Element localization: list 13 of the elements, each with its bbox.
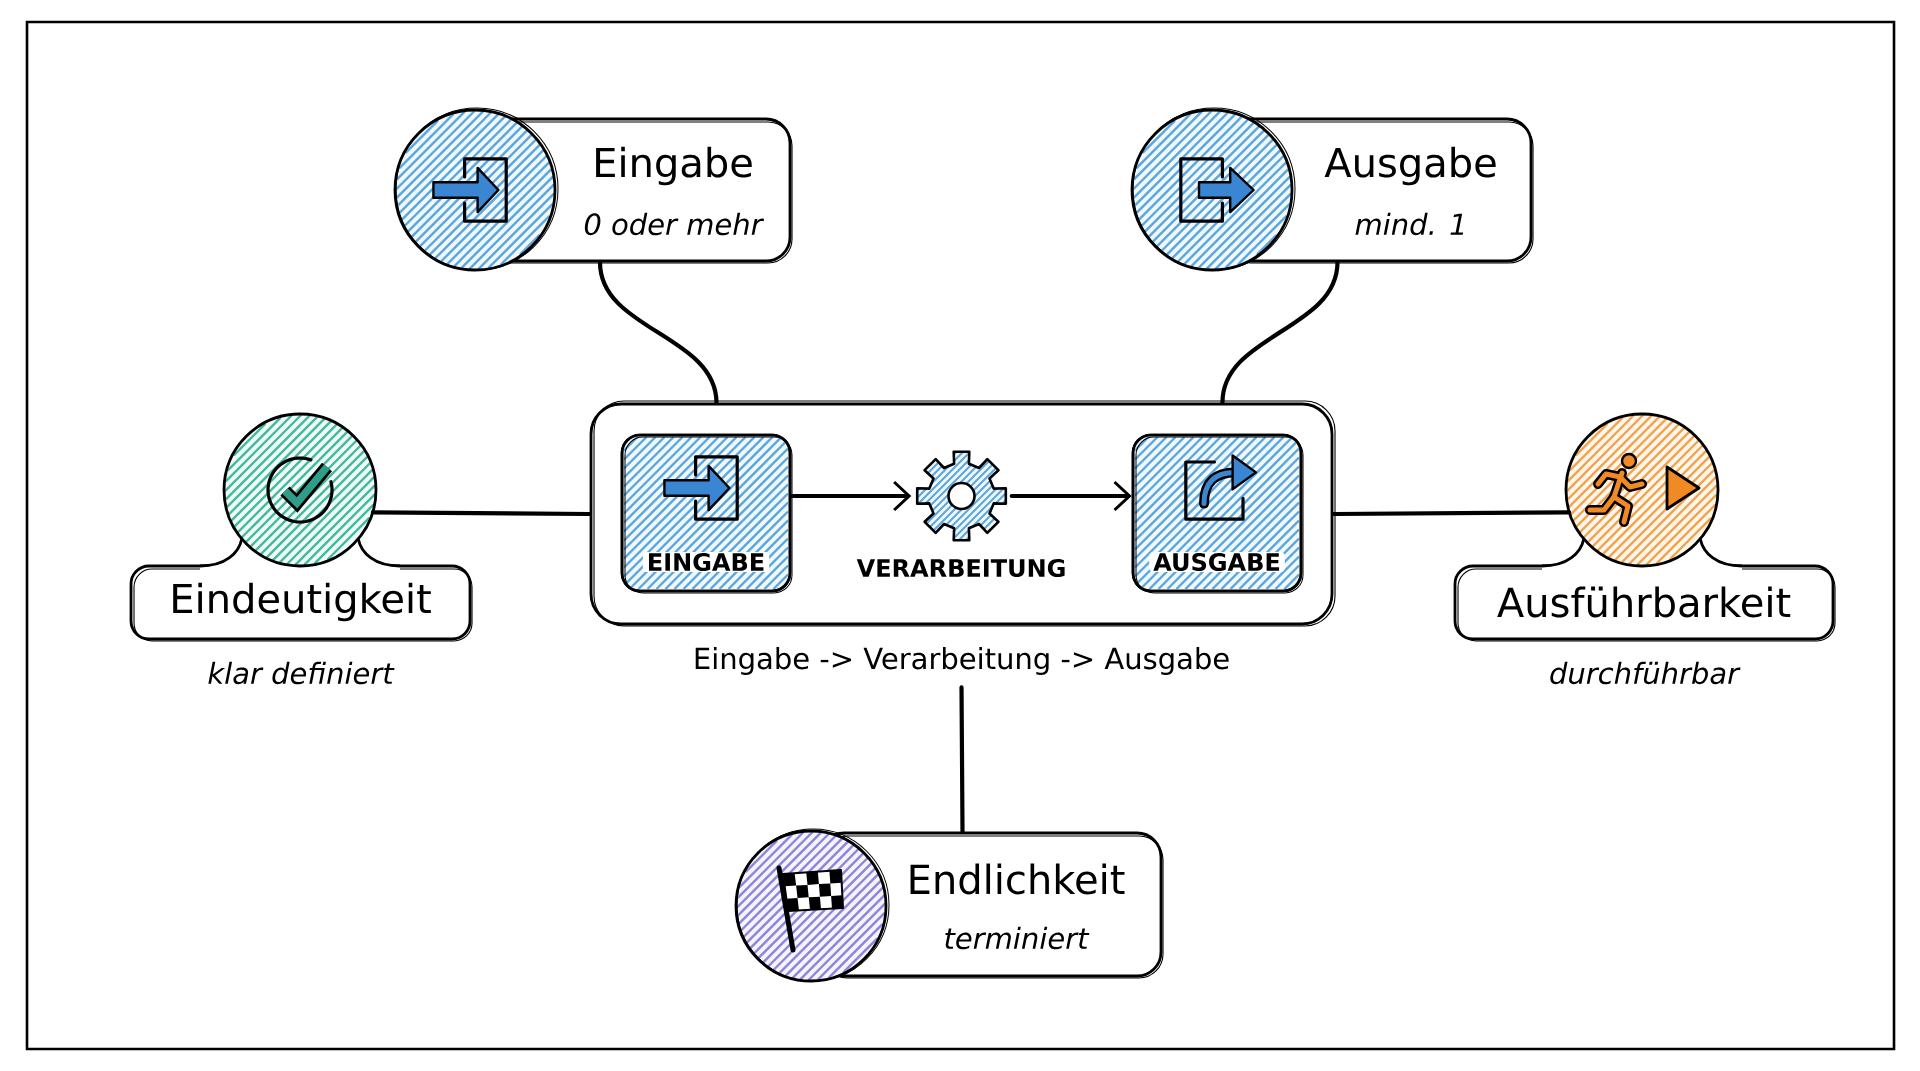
connector-line [1220, 260, 1340, 405]
label-card: Ausgabe mind. 1 [1130, 107, 1534, 272]
label-card: Endlichkeit terminiert [734, 828, 1164, 983]
connector-line [1331, 510, 1572, 517]
connector-line [370, 510, 592, 517]
badge-card: Eindeutigkeit [129, 412, 473, 642]
node-label: durchführbar [1550, 661, 1741, 685]
node-label: Eingabe -> Verarbeitung -> Ausgabe [695, 646, 1229, 676]
connector-line [597, 260, 719, 405]
node-label: klar definiert [208, 661, 395, 685]
connector-line [959, 685, 965, 834]
label-card: Eingabe 0 oder mehr [393, 107, 793, 272]
badge-card: Ausführbarkeit [1453, 412, 1836, 642]
